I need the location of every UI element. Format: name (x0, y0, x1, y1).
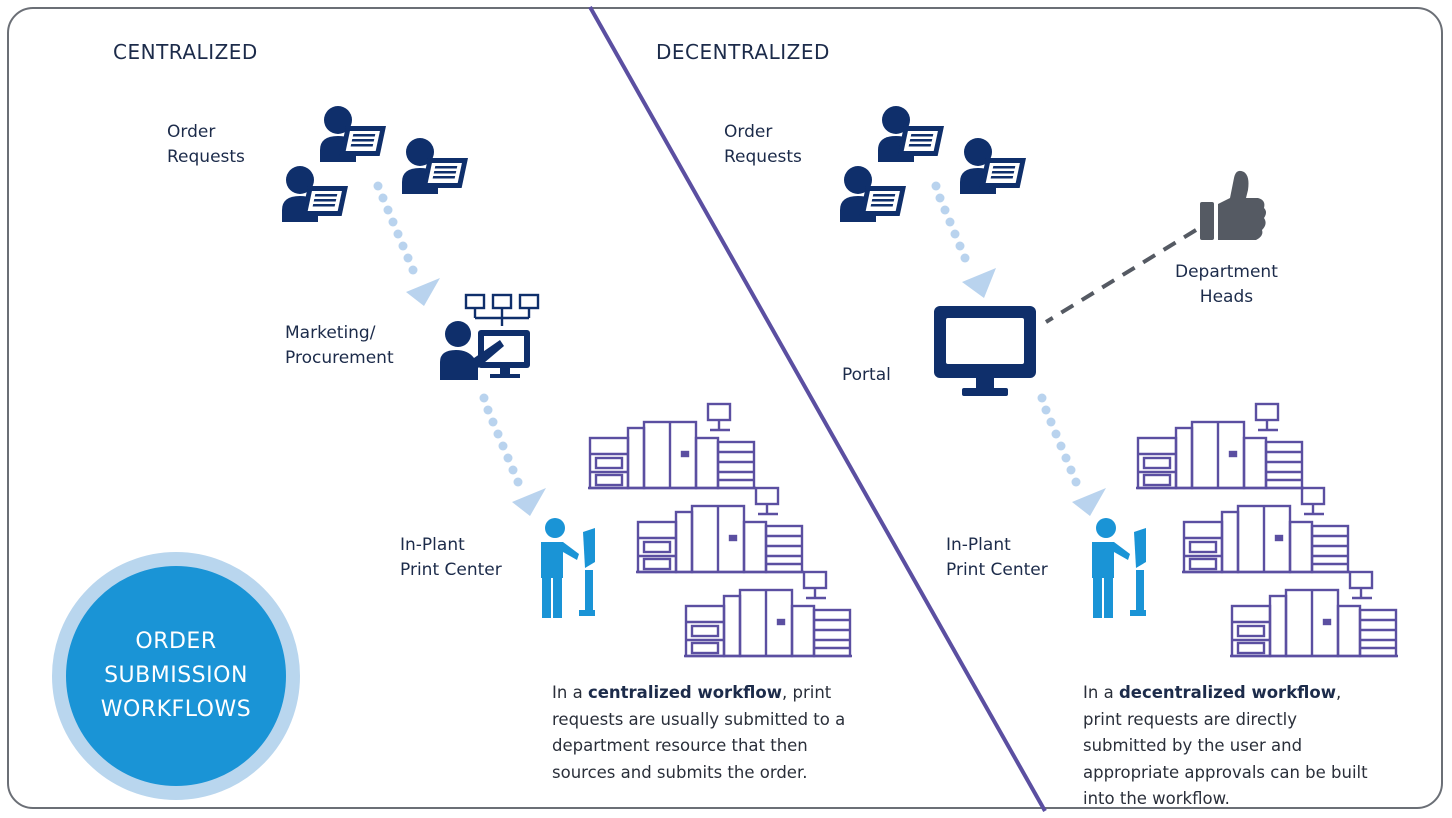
user-with-document-icon (840, 166, 906, 222)
printer-icon (1134, 402, 1306, 490)
printer-icon (1228, 570, 1400, 658)
order-submission-badge: ORDER SUBMISSION WORKFLOWS (52, 552, 300, 800)
description-centralized: In a centralized workflow, print request… (552, 683, 846, 782)
heading-centralized: CENTRALIZED (113, 40, 258, 64)
dotted-arrow-icon (373, 181, 440, 306)
description-decentralized: In a decentralized workflow, print reque… (1083, 683, 1368, 808)
printer-icon (586, 402, 758, 490)
operator-at-kiosk-icon (541, 518, 595, 618)
dotted-arrow-icon (1037, 393, 1106, 516)
presenter-with-network-icon (440, 293, 540, 380)
thumbs-up-icon (1200, 170, 1266, 240)
approval-connector (1044, 228, 1198, 324)
dotted-arrow-icon (479, 393, 546, 516)
printer-icon (634, 486, 806, 574)
monitor-icon (934, 306, 1036, 396)
printer-icon (1180, 486, 1352, 574)
label-portal: Portal (842, 365, 891, 385)
label-inplant-centralized: In-Plant Print Center (400, 535, 502, 580)
user-with-document-icon (878, 106, 944, 162)
badge-text: ORDER SUBMISSION WORKFLOWS (100, 629, 252, 722)
operator-at-kiosk-icon (1092, 518, 1146, 618)
user-with-document-icon (282, 166, 348, 222)
diagram-frame (7, 7, 1443, 809)
centralized-order-requests-icons (282, 106, 468, 222)
heading-decentralized: DECENTRALIZED (656, 40, 830, 64)
label-inplant-decentralized: In-Plant Print Center (946, 535, 1048, 580)
divider-line (588, 6, 1047, 812)
label-department-heads: Department Heads (1175, 262, 1278, 307)
decentralized-order-requests-icons (840, 106, 1026, 222)
printer-icon (682, 570, 854, 658)
user-with-document-icon (960, 138, 1026, 194)
user-with-document-icon (320, 106, 386, 162)
label-order-requests-centralized: Order Requests (167, 122, 245, 167)
user-with-document-icon (402, 138, 468, 194)
label-marketing-procurement: Marketing/ Procurement (285, 323, 394, 368)
label-order-requests-decentralized: Order Requests (724, 122, 802, 167)
dotted-arrow-icon (931, 181, 996, 298)
